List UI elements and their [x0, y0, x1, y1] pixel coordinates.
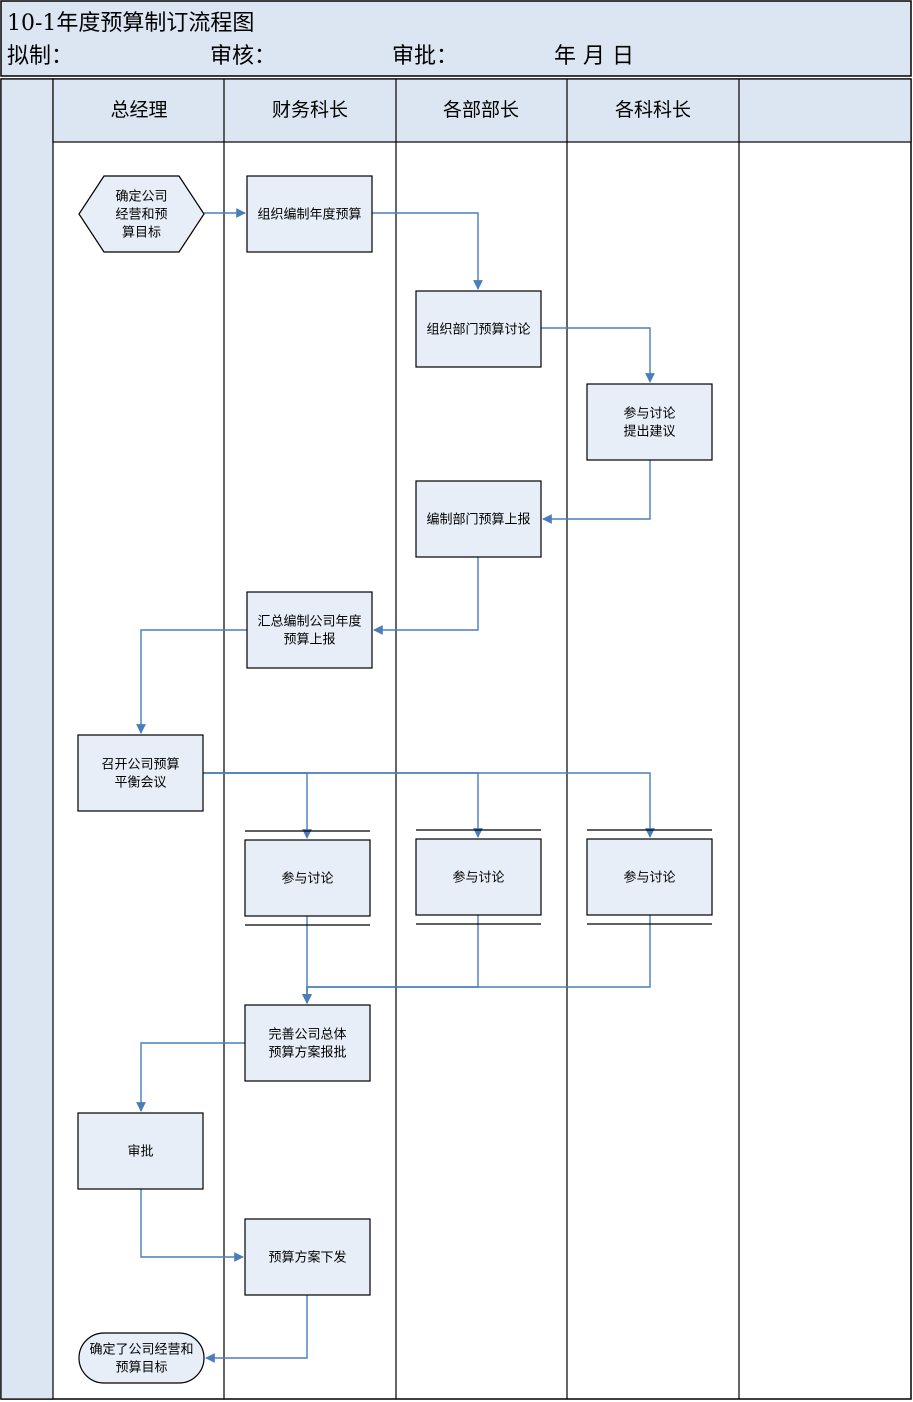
node-n9: 参与讨论: [415, 829, 542, 925]
connector-n7-n10: [203, 772, 655, 838]
process-shape: [77, 734, 204, 812]
node-n3: 组织部门预算讨论: [415, 290, 542, 368]
node-label: 确定了公司经营和: [89, 1343, 193, 1358]
connector-n2-n3: [372, 212, 483, 290]
process-shape: [415, 838, 542, 916]
process-shape: [244, 1004, 371, 1082]
approver-label: 审批：: [392, 44, 458, 69]
node-label: 平衡会议: [114, 776, 166, 791]
node-label: 预算上报: [283, 633, 335, 648]
process-shape: [244, 839, 371, 917]
node-label: 组织编制年度预算: [257, 207, 361, 223]
lane-header-section-chiefs: 各科科长: [615, 99, 691, 121]
node-n8: 参与讨论: [244, 830, 371, 926]
header-band: [0, 0, 912, 77]
node-label: 组织部门预算讨论: [426, 323, 530, 338]
node-n10: 参与讨论: [586, 829, 713, 925]
connector-n12-n13: [140, 1189, 244, 1262]
connector-n5-n6: [373, 557, 479, 635]
node-label: 参与讨论: [281, 871, 333, 887]
node-n2: 组织编制年度预算: [246, 175, 373, 253]
process-shape: [244, 1218, 371, 1296]
node-label: 完善公司总体: [268, 1027, 346, 1043]
flow-nodes: 确定公司经营和预算目标组织编制年度预算组织部门预算讨论参与讨论提出建议编制部门预…: [77, 175, 713, 1384]
lane-header-department-heads: 各部部长: [443, 99, 519, 121]
node-label: 参与讨论: [452, 870, 504, 886]
lane-header-row: [52, 78, 912, 143]
node-label: 提出建议: [623, 424, 675, 440]
node-label: 编制部门预算上报: [426, 513, 530, 528]
process-shape: [246, 591, 373, 669]
node-label: 预算目标: [115, 1361, 167, 1376]
node-label: 汇总编制公司年度: [257, 614, 361, 630]
connector-n11-n12: [136, 1042, 245, 1112]
terminal-shape: [78, 1332, 205, 1384]
node-label: 召开公司预算: [101, 758, 179, 773]
chart-title: 10-1年度预算制订流程图: [7, 11, 254, 36]
process-shape: [77, 1112, 204, 1190]
connector-n13-n14: [205, 1295, 308, 1363]
drafter-label: 拟制：: [7, 44, 73, 69]
process-shape: [586, 838, 713, 916]
left-margin-column: [0, 78, 54, 1400]
process-shape: [586, 383, 713, 461]
node-label: 参与讨论: [623, 406, 675, 422]
node-label: 预算方案下发: [268, 1250, 346, 1266]
date-label: 年 月 日: [554, 44, 634, 69]
node-n12: 审批: [77, 1112, 204, 1190]
node-label: 审批: [127, 1145, 153, 1160]
connectors: [136, 208, 655, 1363]
node-n5: 编制部门预算上报: [415, 480, 542, 558]
connector-n10-n11: [302, 915, 651, 1004]
lane-header-general-manager: 总经理: [110, 99, 167, 121]
connector-n4-n5: [542, 460, 651, 524]
connector-n3-n4: [541, 327, 655, 383]
lane-header-finance-chief: 财务科长: [272, 99, 348, 121]
connector-n6-n7: [136, 629, 247, 734]
process-shape: [415, 480, 542, 558]
hexagon-shape: [78, 175, 205, 253]
node-n13: 预算方案下发: [244, 1218, 371, 1296]
node-label: 确定公司: [115, 190, 167, 205]
process-shape: [415, 290, 542, 368]
node-label: 参与讨论: [623, 870, 675, 886]
node-label: 经营和预: [115, 208, 167, 223]
process-shape: [246, 175, 373, 253]
node-label: 算目标: [122, 226, 161, 241]
reviewer-label: 审核：: [210, 44, 276, 69]
node-label: 预算方案报批: [268, 1045, 346, 1061]
